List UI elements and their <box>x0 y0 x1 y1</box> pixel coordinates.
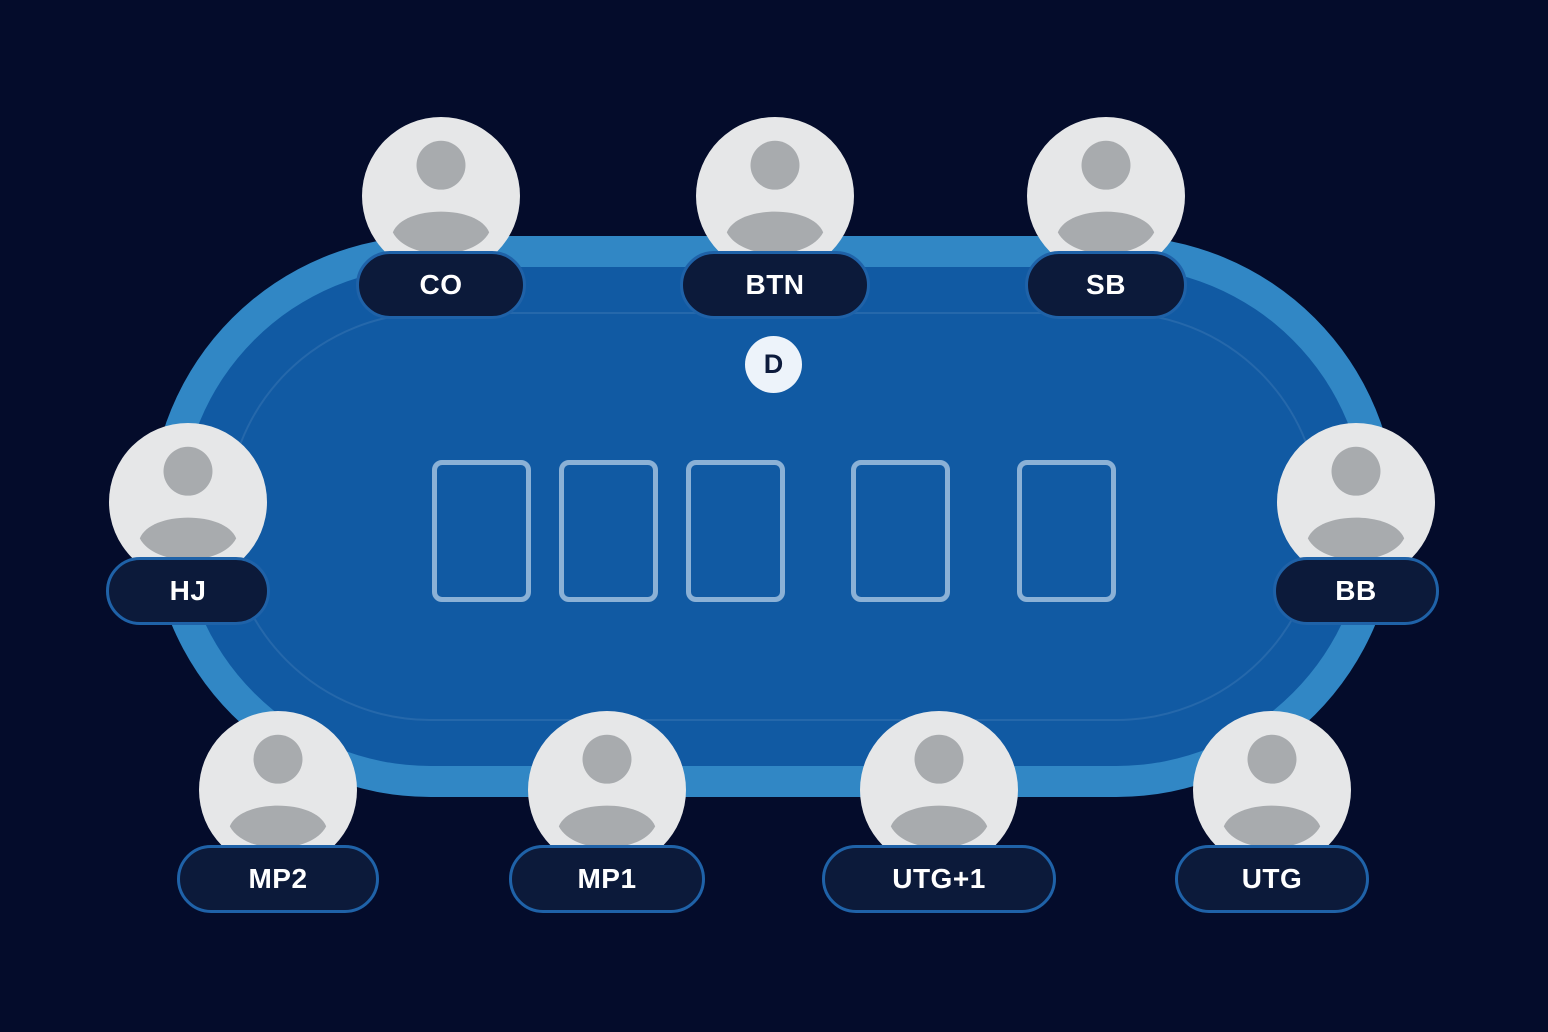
player-avatar <box>109 423 267 581</box>
position-label: UTG <box>1241 863 1303 894</box>
community-card-slot <box>432 460 531 602</box>
position-label: MP1 <box>577 863 637 894</box>
seat-mp1[interactable]: MP1 <box>509 711 705 913</box>
position-label: BTN <box>745 269 805 300</box>
player-avatar <box>199 711 357 869</box>
position-label: MP2 <box>248 863 308 894</box>
community-card-slot <box>851 460 950 602</box>
position-label-pill: CO <box>356 251 526 319</box>
person-icon <box>860 711 1018 869</box>
player-avatar <box>1277 423 1435 581</box>
dealer-button-label: D <box>763 349 784 379</box>
player-avatar <box>696 117 854 275</box>
player-avatar <box>362 117 520 275</box>
position-label: CO <box>419 269 463 300</box>
seat-utg[interactable]: UTG <box>1175 711 1369 913</box>
seat-btn[interactable]: BTN <box>680 117 870 319</box>
person-icon <box>1027 117 1185 275</box>
position-label-pill: SB <box>1025 251 1187 319</box>
community-card-slot <box>686 460 785 602</box>
position-label: UTG+1 <box>892 863 986 894</box>
person-icon <box>696 117 854 275</box>
seat-mp2[interactable]: MP2 <box>177 711 379 913</box>
position-label-pill: BTN <box>680 251 870 319</box>
position-label-pill: MP1 <box>509 845 705 913</box>
community-card-slot <box>559 460 658 602</box>
position-label: SB <box>1086 269 1126 300</box>
position-label-pill: BB <box>1273 557 1439 625</box>
community-card-slot <box>1017 460 1116 602</box>
seat-utg1[interactable]: UTG+1 <box>822 711 1056 913</box>
dealer-button: D <box>745 336 802 393</box>
person-icon <box>528 711 686 869</box>
position-label-pill: UTG+1 <box>822 845 1056 913</box>
person-icon <box>109 423 267 581</box>
seat-bb[interactable]: BB <box>1273 423 1439 625</box>
position-label-pill: HJ <box>106 557 270 625</box>
player-avatar <box>528 711 686 869</box>
player-avatar <box>1027 117 1185 275</box>
person-icon <box>199 711 357 869</box>
seat-sb[interactable]: SB <box>1025 117 1187 319</box>
person-icon <box>362 117 520 275</box>
person-icon <box>1277 423 1435 581</box>
position-label-pill: UTG <box>1175 845 1369 913</box>
player-avatar <box>860 711 1018 869</box>
seat-co[interactable]: CO <box>356 117 526 319</box>
position-label: HJ <box>169 575 207 606</box>
person-icon <box>1193 711 1351 869</box>
player-avatar <box>1193 711 1351 869</box>
seat-hj[interactable]: HJ <box>106 423 270 625</box>
position-label: BB <box>1335 575 1377 606</box>
position-label-pill: MP2 <box>177 845 379 913</box>
